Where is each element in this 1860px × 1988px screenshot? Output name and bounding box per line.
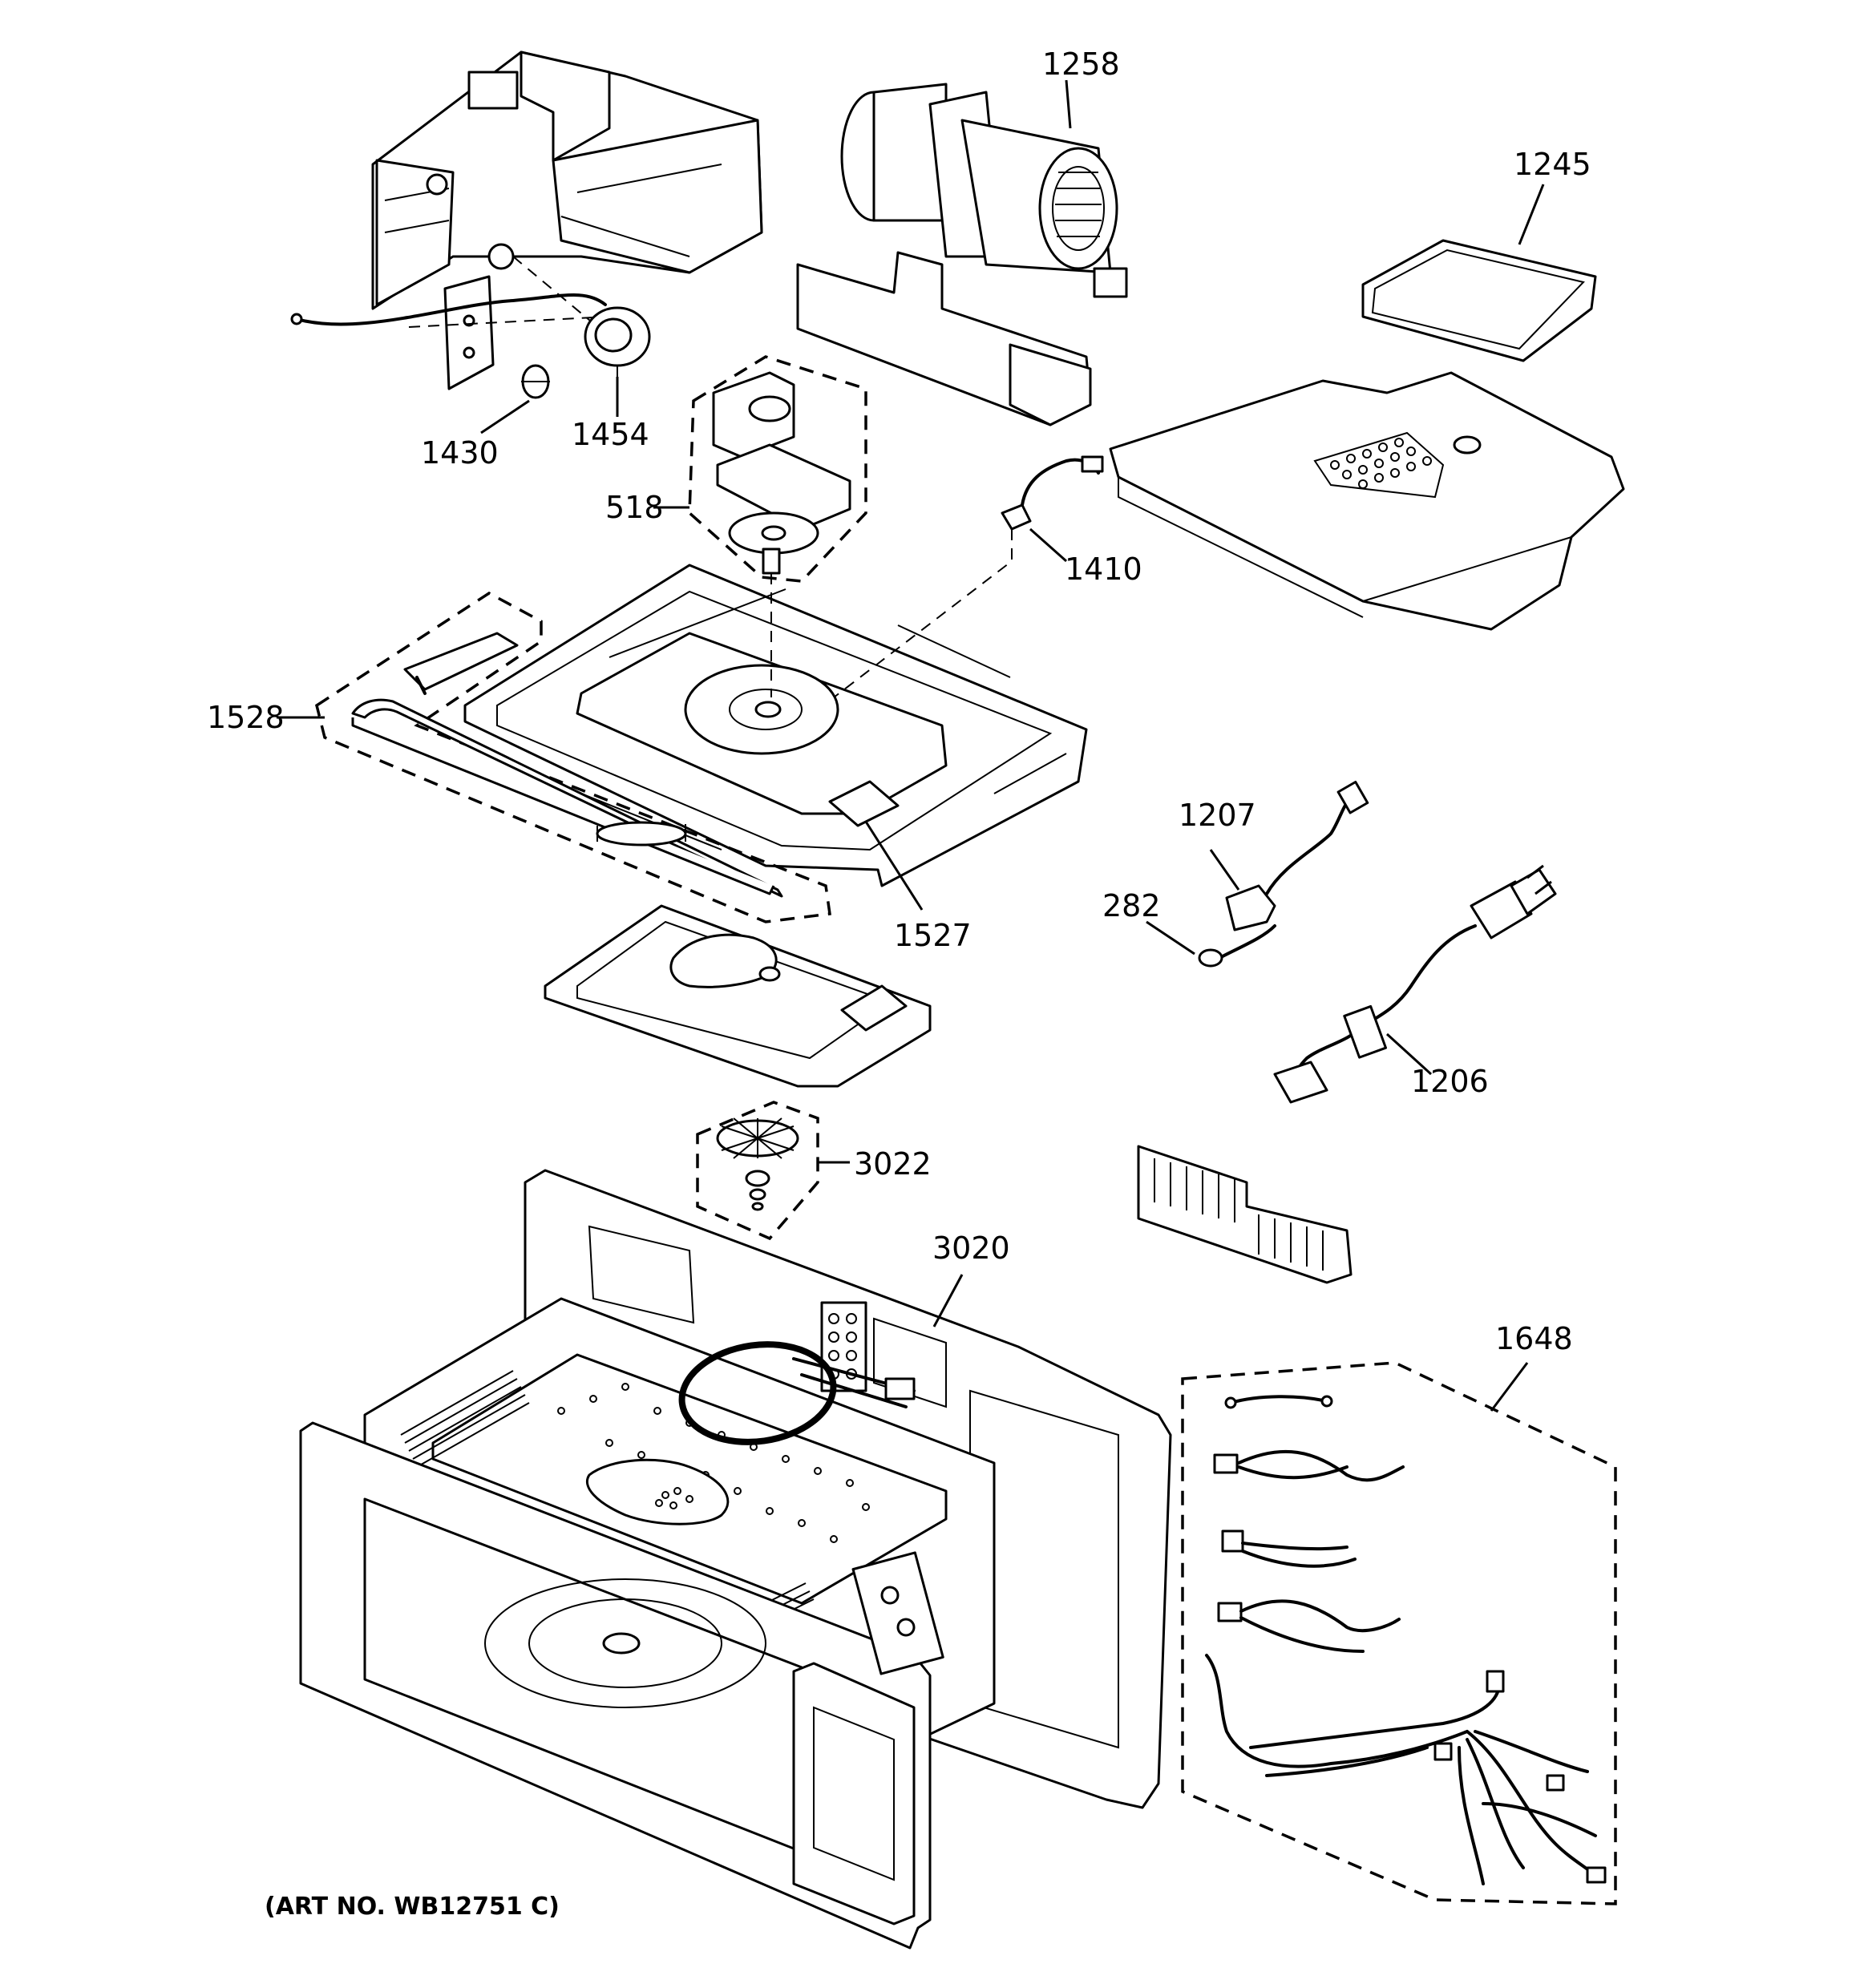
harness-1207 — [1225, 781, 1369, 931]
callout-1527: 1527 — [894, 918, 972, 953]
highlight-circle — [678, 1341, 837, 1445]
leader-lines — [277, 79, 1545, 1412]
callout-1245: 1245 — [1514, 147, 1591, 182]
callout-1430: 1430 — [421, 435, 499, 471]
group-3022-outline — [696, 1101, 819, 1241]
callout-1206: 1206 — [1411, 1064, 1489, 1099]
callout-labels: 1258 1245 1430 1454 518 1410 1528 1527 1… — [207, 46, 1591, 1921]
art-number: (ART NO. WB12751 C) — [265, 1893, 560, 1921]
leader-1410-to-plate — [833, 529, 1013, 698]
callout-3020: 3020 — [932, 1230, 1010, 1266]
callout-282: 282 — [1102, 888, 1161, 923]
cavity-top-plate — [463, 564, 1088, 887]
callout-518: 518 — [605, 490, 664, 525]
group-1528-outline — [314, 591, 831, 923]
blower-assembly — [840, 83, 1128, 298]
power-cord-1206 — [1273, 864, 1557, 1104]
charcoal-filter — [1361, 239, 1597, 362]
heater-element-1528 — [351, 632, 783, 898]
wire-1410 — [1001, 455, 1104, 531]
callout-1528: 1528 — [207, 700, 285, 735]
wire-harness-set-1648 — [1205, 1395, 1607, 1885]
group-518-outline — [688, 355, 867, 583]
wire-harness-duct — [295, 293, 607, 326]
thermistor-282 — [1198, 924, 1276, 968]
callout-1258: 1258 — [1042, 46, 1120, 82]
fan-blade-3022 — [716, 1117, 799, 1211]
motor-1454 — [584, 306, 651, 377]
callout-1207: 1207 — [1179, 798, 1256, 833]
vent-grille — [1137, 1145, 1353, 1284]
group-1648-outline — [1181, 1361, 1617, 1905]
blower-plate — [796, 251, 1092, 426]
callout-1648: 1648 — [1495, 1321, 1573, 1356]
callout-1410: 1410 — [1065, 552, 1142, 587]
cavity-pan — [544, 904, 932, 1088]
callout-1454: 1454 — [572, 417, 649, 452]
duct-assembly — [371, 51, 763, 310]
front-frame — [299, 1421, 944, 1950]
thermostat-bracket — [443, 275, 495, 390]
convection-motor-518 — [712, 371, 851, 575]
vent-panel — [1109, 371, 1625, 631]
thermostat-1430 — [521, 364, 550, 399]
callout-3022: 3022 — [854, 1146, 932, 1182]
